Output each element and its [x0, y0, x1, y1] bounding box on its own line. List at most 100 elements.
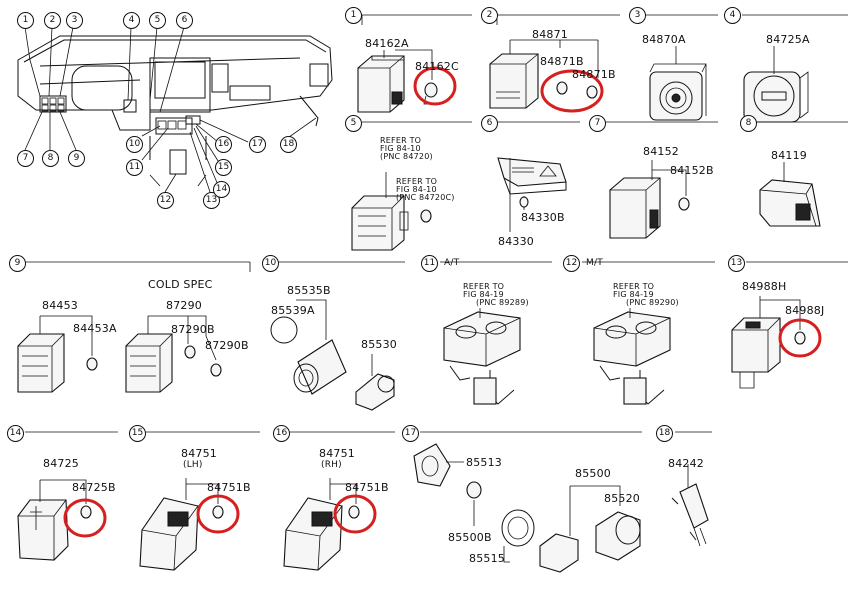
ref-5-line4: REFER TO [396, 177, 438, 186]
callout-6: 6 [176, 12, 193, 29]
label-87290B-a: 87290B [171, 323, 215, 336]
callout-8: 8 [42, 150, 59, 167]
highlight-84988J [778, 318, 822, 358]
label-84751B-lh: 84751B [207, 481, 251, 494]
highlight-84725B [63, 498, 107, 538]
label-84330B: 84330B [521, 211, 565, 224]
label-87290: 87290 [166, 299, 202, 312]
label-85520: 85520 [604, 492, 640, 505]
ref-11-line1: REFER TO [463, 282, 505, 291]
part-switch-at [443, 308, 521, 405]
section-16-number: 16 [273, 425, 290, 442]
part-84751-lh [139, 478, 224, 571]
ref-5-line5: FIG 84-10 [396, 185, 437, 194]
ref-12-line3: (PNC 89290) [626, 298, 679, 307]
callout-16: 16 [215, 136, 232, 153]
section-14-number: 14 [7, 425, 24, 442]
label-85515: 85515 [469, 552, 505, 565]
part-84871 [489, 39, 599, 109]
label-84330: 84330 [498, 235, 534, 248]
note-cold-spec: COLD SPEC [148, 278, 213, 291]
callout-18: 18 [280, 136, 297, 153]
section-13-number: 13 [728, 255, 745, 272]
part-ref-84720 [351, 172, 432, 251]
callout-4: 4 [123, 12, 140, 29]
callout-5: 5 [149, 12, 166, 29]
part-84988H [731, 296, 806, 389]
ref-12-line1: REFER TO [613, 282, 655, 291]
part-84725A [743, 46, 809, 123]
highlight-84871B [540, 69, 604, 113]
part-84330 [497, 157, 567, 232]
label-84870A: 84870A [642, 33, 686, 46]
label-84725A: 84725A [766, 33, 810, 46]
note-mt: M/T [586, 258, 603, 268]
label-85513: 85513 [466, 456, 502, 469]
label-84453: 84453 [42, 299, 78, 312]
highlight-84751B-rh [333, 494, 377, 534]
ref-12-line2: FIG 84-19 [613, 290, 654, 299]
note-at: A/T [444, 258, 460, 268]
label-85530: 85530 [361, 338, 397, 351]
section-12-number: 12 [563, 255, 580, 272]
label-85535B: 85535B [287, 284, 331, 297]
label-85500B: 85500B [448, 531, 492, 544]
section-18-number: 18 [656, 425, 673, 442]
label-84871B-b: 84871B [572, 68, 616, 81]
part-84162A [357, 49, 438, 113]
part-84242 [671, 464, 709, 547]
callout-7: 7 [17, 150, 34, 167]
ref-5-line3: (PNC 84720) [380, 152, 433, 161]
callout-15: 15 [215, 159, 232, 176]
label-85500: 85500 [575, 467, 611, 480]
callout-14: 14 [213, 181, 230, 198]
part-85500 [413, 443, 641, 573]
callout-12: 12 [157, 192, 174, 209]
part-switch-mt [593, 308, 671, 405]
callout-9: 9 [68, 150, 85, 167]
part-84751-rh [283, 478, 360, 571]
label-84453A: 84453A [73, 322, 117, 335]
section-5-number: 5 [345, 115, 362, 132]
section-8-number: 8 [740, 115, 757, 132]
label-84119: 84119 [771, 149, 807, 162]
ref-11-line3: (PNC 89289) [476, 298, 529, 307]
callout-2: 2 [44, 12, 61, 29]
label-84988J: 84988J [785, 304, 825, 317]
label-rh: (RH) [321, 460, 342, 470]
callout-10: 10 [126, 136, 143, 153]
label-84162C: 84162C [415, 60, 459, 73]
ref-5-line6: (PNC 84720C) [396, 193, 455, 202]
label-lh: (LH) [183, 460, 203, 470]
section-3-number: 3 [629, 7, 646, 24]
section-6-number: 6 [481, 115, 498, 132]
highlight-84751B-lh [196, 494, 240, 534]
label-87290B-b: 87290B [205, 339, 249, 352]
part-84453 [17, 315, 98, 393]
section-frames [25, 14, 848, 433]
label-84871B-a: 84871B [540, 55, 584, 68]
section-17-number: 17 [402, 425, 419, 442]
label-84725B: 84725B [72, 481, 116, 494]
callout-11: 11 [126, 159, 143, 176]
label-84988H: 84988H [742, 280, 787, 293]
part-84119 [759, 162, 821, 227]
part-85530 [270, 299, 395, 411]
highlight-84162C [413, 66, 457, 106]
section-2-number: 2 [481, 7, 498, 24]
callout-3: 3 [66, 12, 83, 29]
section-15-number: 15 [129, 425, 146, 442]
label-84725: 84725 [43, 457, 79, 470]
label-84152B: 84152B [670, 164, 714, 177]
section-1-number: 1 [345, 7, 362, 24]
label-84751-rh: 84751 [319, 447, 355, 460]
callout-17: 17 [249, 136, 266, 153]
label-84162A: 84162A [365, 37, 409, 50]
section-9-number: 9 [9, 255, 26, 272]
callout-1: 1 [17, 12, 34, 29]
dashboard-overview-drawing [17, 26, 333, 193]
ref-5-line2: FIG 84-10 [380, 144, 421, 153]
label-84242: 84242 [668, 457, 704, 470]
label-84871: 84871 [532, 28, 568, 41]
